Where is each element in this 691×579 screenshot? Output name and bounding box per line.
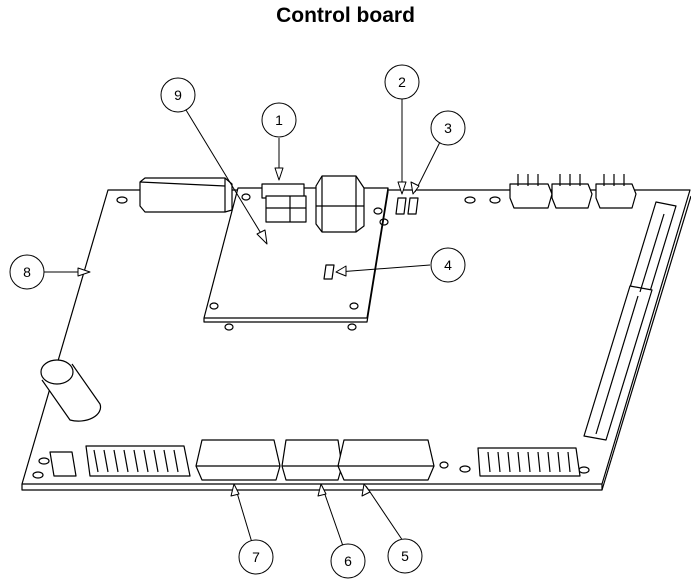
callout-8: 8 — [23, 264, 31, 280]
callout-1: 1 — [275, 112, 283, 128]
bottom-right-header — [477, 447, 581, 477]
tall-connector — [315, 175, 365, 233]
callout-6: 6 — [344, 553, 352, 569]
relay-block — [139, 177, 233, 213]
callout-4: 4 — [444, 257, 452, 273]
leader-lines — [44, 98, 442, 547]
callout-3: 3 — [444, 120, 452, 136]
jumpers — [395, 197, 419, 215]
diagram-title: Control board — [276, 4, 415, 27]
connector-1 — [261, 183, 307, 223]
bottom-connector-7 — [195, 439, 281, 481]
bottom-connector-5 — [337, 439, 435, 481]
right-headers — [583, 201, 677, 441]
callout-9: 9 — [174, 87, 182, 103]
callout-2: 2 — [398, 74, 406, 90]
capacitor — [40, 359, 102, 422]
bottom-left-connectors — [49, 445, 191, 477]
callout-circles — [9, 64, 466, 579]
callout-labels: 1 2 3 4 5 6 7 8 9 — [23, 74, 452, 569]
bottom-connector-6 — [281, 439, 343, 481]
callout-5: 5 — [401, 548, 409, 564]
main-board — [21, 189, 691, 491]
callout-7: 7 — [252, 549, 260, 565]
top-right-connectors — [509, 174, 637, 209]
